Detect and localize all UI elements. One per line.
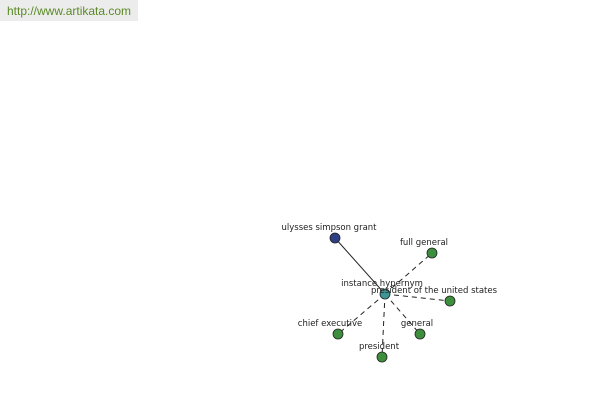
edge-hub-president: [381, 293, 386, 358]
edge-root-hub: [334, 237, 386, 295]
label-president: president: [359, 342, 400, 352]
edge-hub-president-us: [384, 293, 451, 302]
url-bar[interactable]: http://www.artikata.com: [0, 0, 138, 21]
node-full-general[interactable]: [426, 247, 438, 259]
node-president[interactable]: [376, 351, 388, 363]
label-root: ulysses simpson grant: [282, 223, 378, 233]
edge-hub-full-general: [384, 252, 433, 295]
edge-hub-chief-executive: [337, 293, 386, 335]
label-chief-executive: chief executive: [298, 319, 362, 329]
label-full-general: full general: [400, 238, 448, 248]
label-president-us: president of the united states: [371, 286, 498, 296]
node-general[interactable]: [414, 328, 426, 340]
node-chief-executive[interactable]: [332, 328, 344, 340]
node-root[interactable]: [329, 232, 341, 244]
label-general: general: [401, 319, 433, 329]
node-hub[interactable]: [379, 288, 391, 300]
node-president-us[interactable]: [444, 295, 456, 307]
url-link[interactable]: http://www.artikata.com: [7, 4, 132, 18]
label-hub: instance hypernym: [341, 279, 423, 289]
